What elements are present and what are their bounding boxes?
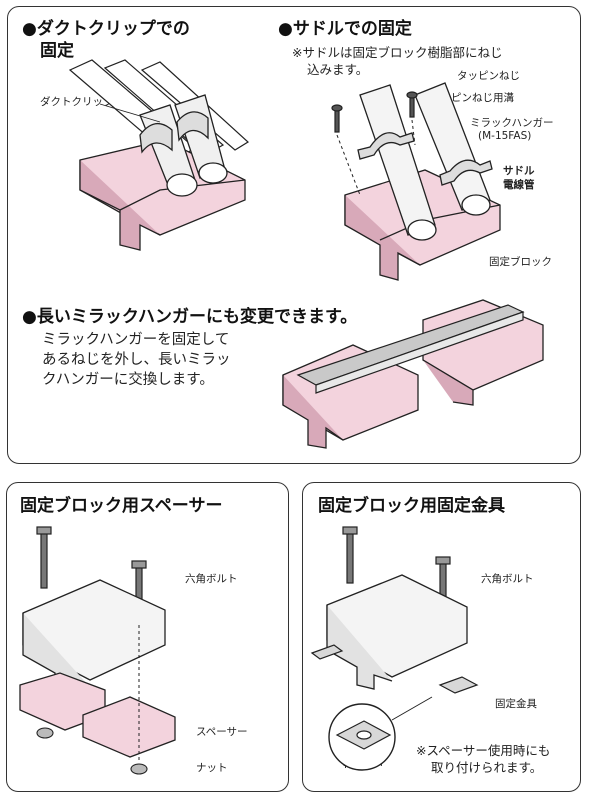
saddle-label: サドル [503,165,535,177]
duct-clip-heading-line1: ●ダクトクリップでの [22,19,190,39]
bracket-label: 固定金具 [495,698,537,710]
block-label: 固定ブロック [489,256,552,268]
saddle-note-line2: 込みます。 [307,62,369,77]
saddle-heading: ●サドルでの固定 [278,19,412,39]
spacer-heading: 固定ブロック用スペーサー [20,496,223,516]
hanger-label-line2: (M-15FAS) [478,130,532,142]
long-hanger-illustration [282,299,544,449]
hanger-label-line1: ミラックハンガー [470,117,554,129]
duct-clip-heading-line2: 固定 [40,41,74,61]
bracket-note-line1: ※スペーサー使用時にも [416,743,551,758]
duct-clip-illustration [68,59,249,251]
long-hanger-text-line3: クハンガーに交換します。 [42,372,214,388]
bracket-heading: 固定ブロック用固定金具 [318,496,505,516]
nut-label: ナット [196,762,228,774]
bracket-note-line2: 取り付けられます。 [431,760,543,775]
long-hanger-text-line2: あるねじを外し、長いミラッ [42,352,231,368]
duct-clip-label: ダクトクリップ [40,96,114,108]
spacer-label: スペーサー [196,726,248,738]
bracket-hex-bolt-label: 六角ボルト [481,573,534,585]
saddle-illustration [331,82,501,281]
bracket-illustration [310,526,479,771]
conduit-label: 電線管 [503,179,535,191]
saddle-note-line1: ※サドルは固定ブロック樹脂部にねじ [292,45,503,60]
spacer-hex-bolt-label: 六角ボルト [185,573,238,585]
long-hanger-text-line1: ミラックハンガーを固定して [42,332,230,348]
tapping-screw-label: タッピンねじ [457,70,520,82]
long-hanger-heading: ●長いミラックハンガーにも変更できます。 [22,307,358,327]
spacer-illustration [19,526,176,775]
